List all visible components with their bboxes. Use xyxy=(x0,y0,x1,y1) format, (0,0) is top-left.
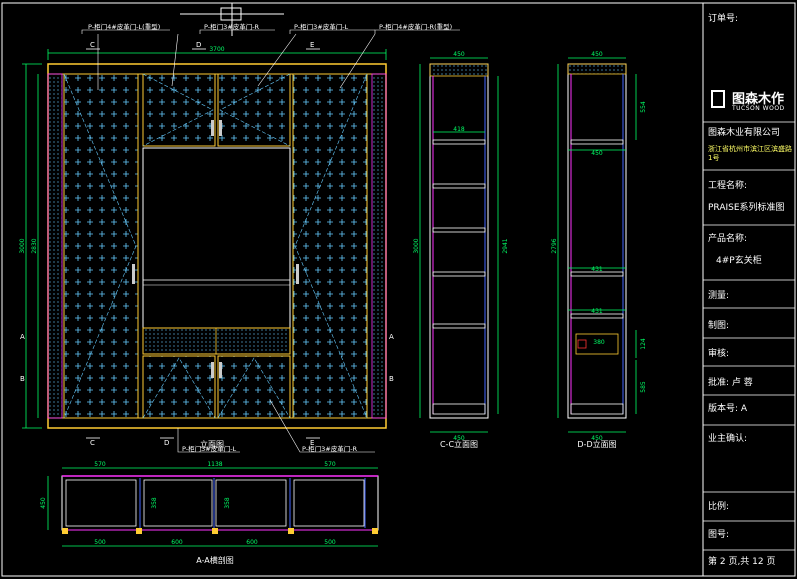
cc-view-title: C-C立面图 xyxy=(440,439,478,449)
section-mark-a-left: A xyxy=(20,333,25,341)
cc-bottom-width: 450 xyxy=(453,435,465,442)
open-niche xyxy=(142,147,291,329)
tb-project-value: PRAISE系列标准图 xyxy=(708,203,785,213)
aa-width-bottom-3: 600 xyxy=(246,539,258,546)
front-callout-leaders xyxy=(81,29,460,453)
aa-width-top-3: 570 xyxy=(324,461,336,468)
dd-drawer-height: 124 xyxy=(640,338,647,350)
dd-height-main: 2796 xyxy=(551,238,558,253)
section-mark-b-left: B xyxy=(20,375,25,383)
section-mark-e-top: E xyxy=(310,41,314,49)
tb-scale: 比例: xyxy=(708,502,730,512)
logo-icon xyxy=(711,90,725,108)
aa-inner-depth-left: 358 xyxy=(151,497,158,509)
tb-version: 版本号: A xyxy=(708,404,748,414)
section-mark-d-top: D xyxy=(196,41,201,49)
aa-inner-depth-mid: 358 xyxy=(224,497,231,509)
cc-height-inner: 2941 xyxy=(502,238,509,253)
section-mark-a-right: A xyxy=(389,333,394,341)
front-inner-height-dim: 2830 xyxy=(31,238,38,253)
callout-bottom-1: P-柜门3#皮革门-L xyxy=(182,444,237,453)
tb-project-label: 工程名称: xyxy=(708,181,748,191)
center-mark xyxy=(180,3,284,36)
section-mark-b-right: B xyxy=(389,375,394,383)
dd-shelf-width-1: 450 xyxy=(591,150,603,157)
tb-order-no: 订单号: xyxy=(708,14,739,24)
dd-top-width: 450 xyxy=(591,51,603,58)
aa-width-top-1: 570 xyxy=(94,461,106,468)
dd-bottom-height: 585 xyxy=(640,381,647,393)
front-view xyxy=(22,49,387,429)
aa-depth: 450 xyxy=(40,497,47,509)
callout-top-1: P-柜门4#皮革门-L(重型) xyxy=(88,22,160,31)
cc-inner-width: 418 xyxy=(453,126,465,133)
section-dd-view xyxy=(557,57,637,433)
tb-company-name: 图森木作 xyxy=(732,92,785,107)
tb-drawn: 制图: xyxy=(708,321,730,331)
dd-shelf-width-2: 431 xyxy=(591,266,603,273)
callout-top-2: P-柜门3#皮革门-R xyxy=(204,22,260,31)
dd-view-title: D-D立面图 xyxy=(577,439,616,449)
left-tall-door xyxy=(63,73,139,419)
tb-measure: 测量: xyxy=(708,291,730,301)
section-mark-c-bottom: C xyxy=(90,439,95,447)
section-mark-e-bottom: E xyxy=(310,439,314,447)
dd-shelf-width-3: 431 xyxy=(591,308,603,315)
tb-owner-confirm: 业主确认: xyxy=(708,434,748,444)
section-mark-d-bottom: D xyxy=(164,439,169,447)
dd-bottom-width: 450 xyxy=(591,435,603,442)
tb-address: 浙江省杭州市滨江区滨盛路1号 xyxy=(708,145,792,162)
section-cc-view xyxy=(419,57,499,433)
dd-top-height: 554 xyxy=(640,101,647,113)
tb-company-full: 图森木业有限公司 xyxy=(708,128,781,138)
front-view-title: 立面图 xyxy=(200,439,224,449)
cc-height-outer: 3000 xyxy=(413,238,420,253)
callout-bottom-2: P-柜门3#皮革门-R xyxy=(302,444,358,453)
callout-top-3: P-柜门3#皮革门-L xyxy=(294,22,349,31)
aa-width-bottom-4: 500 xyxy=(324,539,336,546)
right-tall-door xyxy=(292,73,368,419)
tb-company-en: TUCSON WOOD xyxy=(732,105,785,112)
tb-approved: 批准: 卢 蓉 xyxy=(708,378,753,388)
callout-top-4: P-柜门4#皮革门-R(重型) xyxy=(379,22,452,31)
cc-top-width: 450 xyxy=(453,51,465,58)
section-aa-view xyxy=(47,467,379,547)
dd-drawer-width: 380 xyxy=(593,339,605,346)
front-height-dim: 3000 xyxy=(19,238,26,253)
titleblock-lines xyxy=(703,121,795,551)
tb-product-label: 产品名称: xyxy=(708,234,748,244)
tb-drawing-no: 图号: xyxy=(708,530,730,540)
tb-product-value: 4#P玄关柜 xyxy=(716,256,762,266)
tb-page: 第 2 页,共 12 页 xyxy=(708,557,776,567)
section-mark-c-top: C xyxy=(90,41,95,49)
company-logo: 图森木作 TUCSON WOOD xyxy=(710,88,794,116)
tb-checked: 审核: xyxy=(708,349,730,359)
aa-width-bottom-1: 500 xyxy=(94,539,106,546)
aa-width-bottom-2: 600 xyxy=(171,539,183,546)
aa-width-top-2: 1138 xyxy=(207,461,222,468)
aa-view-title: A-A横剖图 xyxy=(196,555,233,565)
front-width-dim: 3700 xyxy=(209,46,224,53)
